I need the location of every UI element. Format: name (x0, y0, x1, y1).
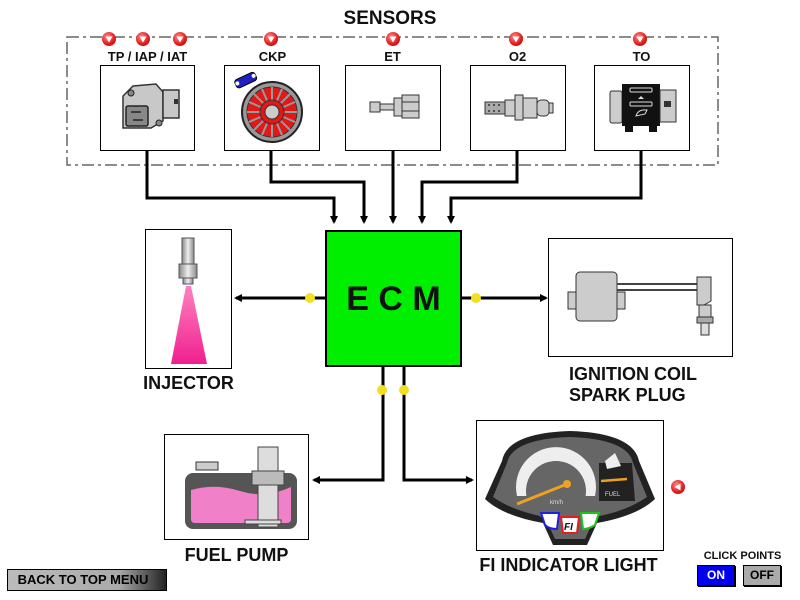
et-sensor-icon (369, 94, 420, 119)
fuel-gauge-label: FUEL (605, 492, 621, 498)
click-point-ckp[interactable] (264, 32, 278, 46)
click-point-tp[interactable] (102, 32, 116, 46)
fi-indicator-label: FI INDICATOR LIGHT (479, 555, 658, 575)
ignition-label-line1: IGNITION COIL (569, 364, 697, 384)
junction-dot-ignition (471, 293, 481, 303)
fi-warning-label: FI (564, 522, 573, 533)
click-point-et[interactable] (386, 32, 400, 46)
fuel-pump-icon (185, 446, 297, 529)
injector-icon (171, 237, 207, 364)
sensor-label-tp: TP / IAP / IAT (107, 49, 188, 64)
junction-dot-fi (399, 385, 409, 395)
ckp-sensor-icon (234, 71, 303, 143)
sensor-label-to: TO (632, 49, 651, 64)
instrument-meter-icon: FUEL km/h FI (485, 431, 655, 545)
wire-fi-indicator (402, 366, 474, 484)
fuel-pump-label: FUEL PUMP (184, 545, 289, 565)
junction-dot-fuel-pump (377, 385, 387, 395)
tp-sensor-icon (122, 83, 180, 129)
fi-indicator-box[interactable]: FUEL km/h FI (476, 420, 664, 551)
o2-sensor-icon (484, 94, 554, 121)
click-point-to[interactable] (633, 32, 647, 46)
sensor-box-et[interactable] (345, 65, 441, 151)
ecm-label: E C M (346, 280, 441, 318)
sensor-label-ckp: CKP (258, 49, 287, 64)
click-point-o2[interactable] (509, 32, 523, 46)
ignition-label: IGNITION COIL SPARK PLUG (555, 364, 735, 406)
junction-dot-injector (305, 293, 315, 303)
ecm-box[interactable]: E C M (325, 230, 462, 367)
click-points-off-button[interactable]: OFF (743, 565, 781, 586)
wire-tp (145, 150, 338, 224)
sensor-box-o2[interactable] (470, 65, 566, 151)
wire-fuel-pump (312, 366, 385, 484)
sensor-label-o2: O2 (508, 49, 527, 64)
back-to-top-menu-button[interactable]: BACK TO TOP MENU (7, 569, 167, 591)
to-sensor-icon (609, 84, 677, 132)
click-points-on-button[interactable]: ON (697, 565, 735, 586)
ignition-box[interactable] (548, 238, 733, 357)
ignition-label-line2: SPARK PLUG (569, 385, 686, 405)
ignition-coil-spark-plug-icon (567, 271, 714, 336)
speed-unit-label: km/h (550, 500, 563, 506)
wire-ckp (269, 150, 368, 224)
wire-o2 (418, 150, 519, 224)
injector-label: INJECTOR (143, 373, 234, 393)
fuel-pump-box[interactable] (164, 434, 309, 540)
click-point-iat[interactable] (173, 32, 187, 46)
click-point-iap[interactable] (136, 32, 150, 46)
sensors-title: SENSORS (343, 8, 437, 29)
injector-box[interactable] (145, 229, 232, 369)
click-point-fi-indicator[interactable] (671, 480, 685, 494)
wire-to (447, 150, 643, 224)
click-points-label: CLICK POINTS (703, 550, 782, 562)
sensor-box-tp[interactable] (100, 65, 195, 151)
sensor-box-ckp[interactable] (224, 65, 320, 151)
sensor-label-et: ET (384, 49, 401, 64)
sensor-box-to[interactable] (594, 65, 690, 151)
